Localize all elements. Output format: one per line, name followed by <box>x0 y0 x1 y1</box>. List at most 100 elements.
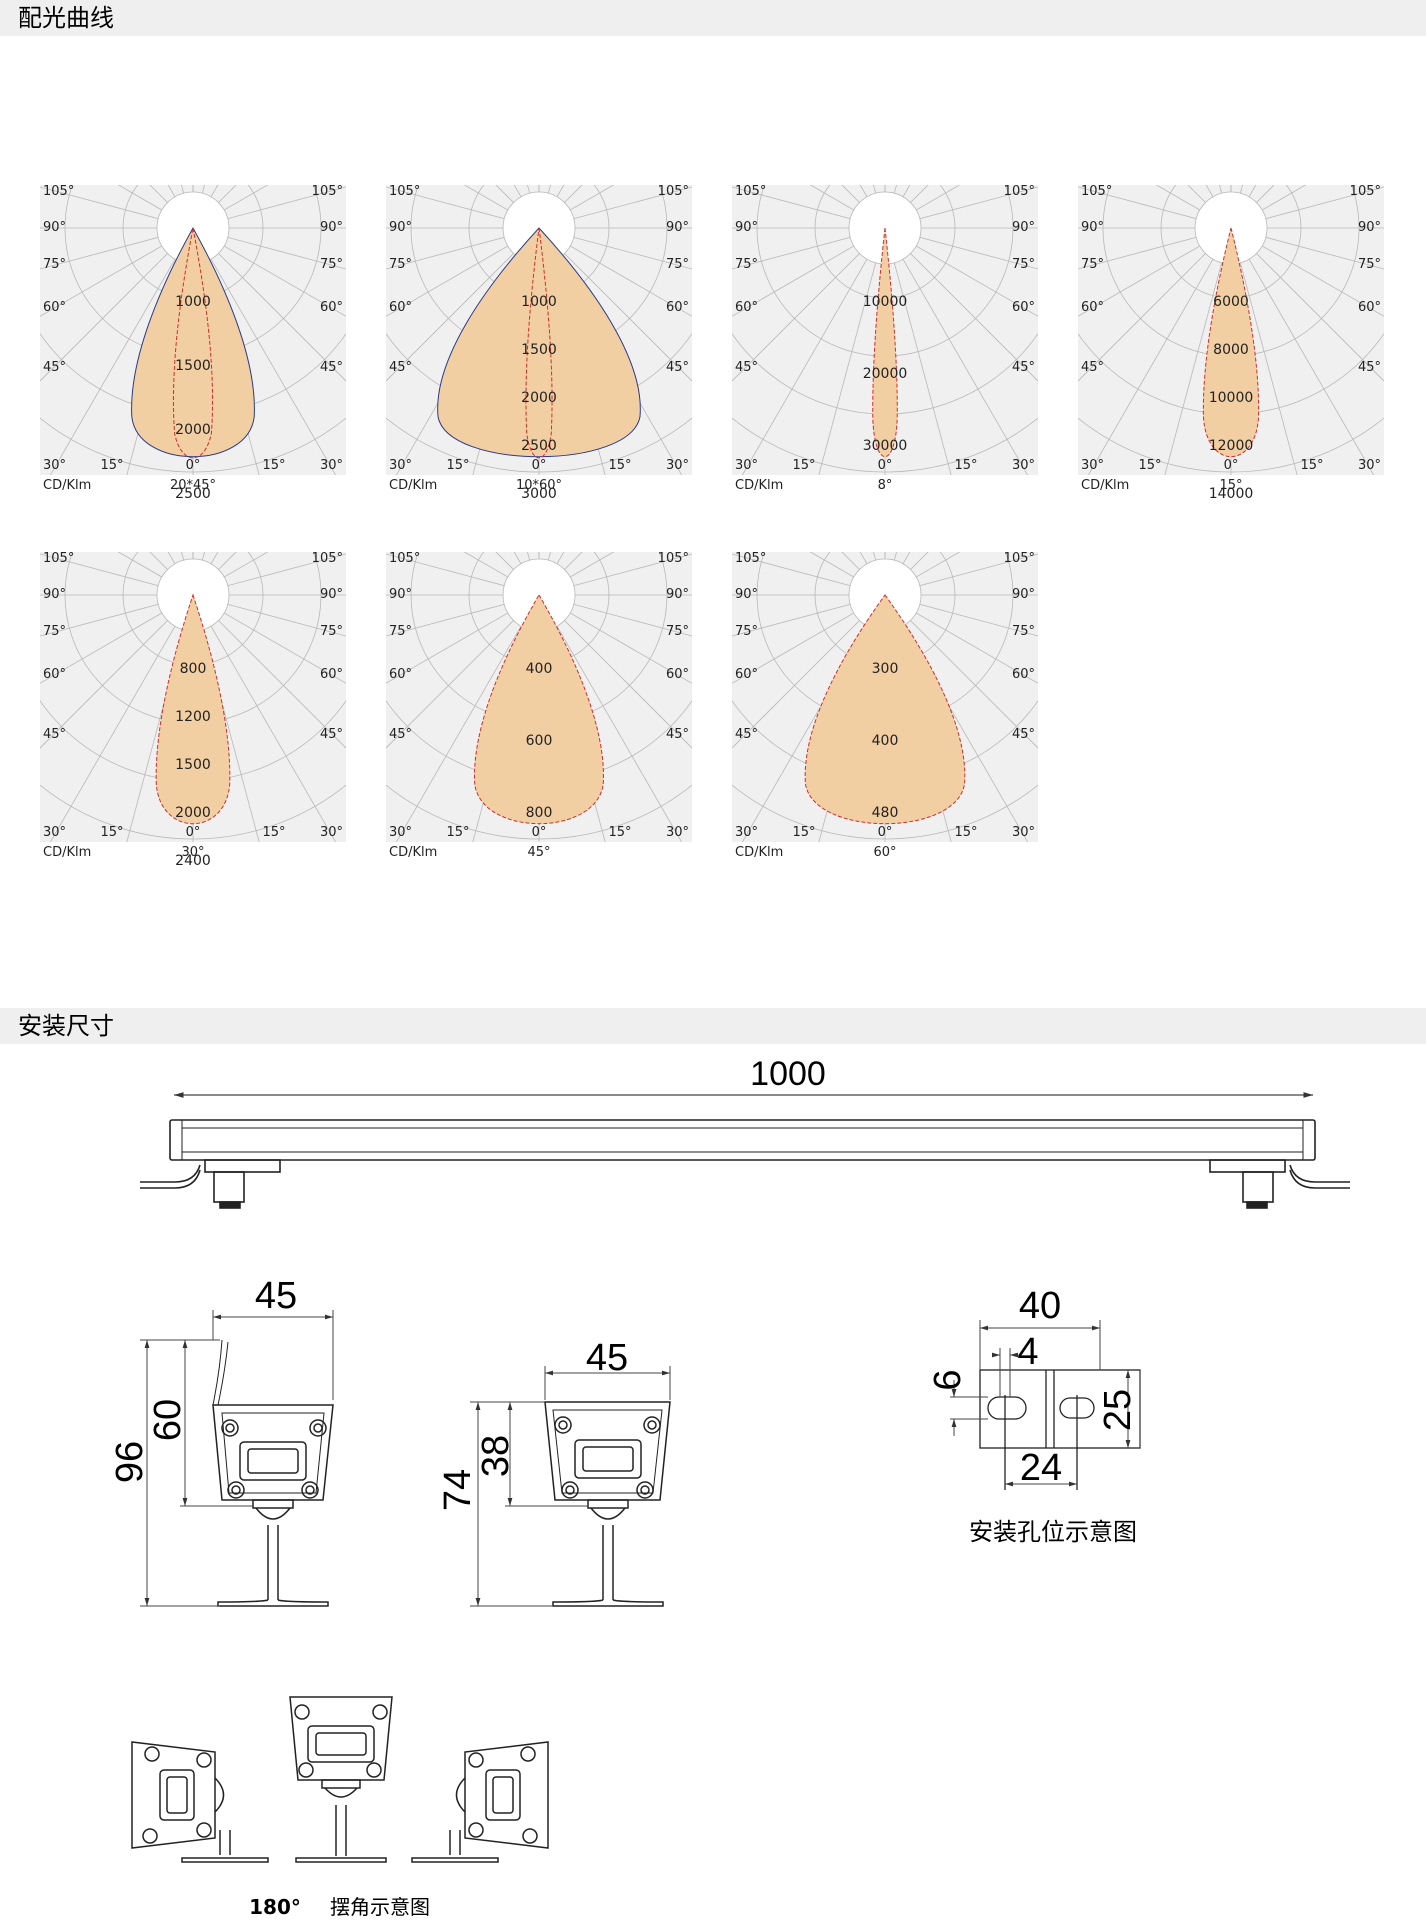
angle-label-right: 75° <box>1012 257 1035 272</box>
angle-label-bottom: 15° <box>262 825 285 840</box>
angle-label-right: 105° <box>658 552 689 566</box>
beam-shape <box>474 594 604 825</box>
angle-label-bottom: 15° <box>954 458 977 473</box>
angle-label-left: 90° <box>735 220 758 235</box>
beam-angle-label: 60° <box>873 845 896 860</box>
ring-label: 400 <box>872 733 899 749</box>
angle-label-bottom: 15° <box>608 458 631 473</box>
angle-label-right: 90° <box>1012 220 1035 235</box>
beam-angle-label: 8° <box>878 478 893 493</box>
angle-label-right: 105° <box>312 185 343 199</box>
angle-label-left: 105° <box>1081 185 1112 199</box>
angle-label-right: 90° <box>320 587 343 602</box>
beam-angle-label: 15° <box>1219 478 1242 493</box>
angle-label-right: 60° <box>666 667 689 682</box>
angle-label-right: 75° <box>666 624 689 639</box>
angle-label-right: 45° <box>666 360 689 375</box>
beam-angle-label: 30° <box>181 845 204 860</box>
angle-label-left: 60° <box>43 667 66 682</box>
ring-label: 14000 <box>1209 486 1254 502</box>
angle-label-bottom: 0° <box>878 458 893 473</box>
angle-label-left: 90° <box>1081 220 1104 235</box>
angle-label-right: 60° <box>320 667 343 682</box>
front-view-dimensions <box>470 1366 671 1607</box>
ring-label: 480 <box>872 805 899 821</box>
front-width-label: 45 <box>586 1337 628 1379</box>
side-width-label: 45 <box>255 1275 297 1317</box>
ring-label: 300 <box>872 661 899 677</box>
angle-label-left: 105° <box>735 552 766 566</box>
angle-label-left: 105° <box>389 552 420 566</box>
angle-label-bottom: 15° <box>262 458 285 473</box>
angle-label-bottom: 15° <box>792 825 815 840</box>
ring-label: 2400 <box>175 853 211 869</box>
ring-label: 2000 <box>521 390 557 406</box>
angle-label-left: 60° <box>735 667 758 682</box>
swing-caption-angle: 180° <box>249 1895 301 1919</box>
unit-label: CD/Klm <box>1081 478 1129 493</box>
angle-label-left: 45° <box>43 727 66 742</box>
angle-label-right: 90° <box>1358 220 1381 235</box>
beam-shape <box>155 593 231 825</box>
angle-label-bottom: 30° <box>43 825 66 840</box>
angle-label-bottom: 0° <box>532 458 547 473</box>
ring-label: 600 <box>526 733 553 749</box>
ring-label: 8000 <box>1213 342 1249 358</box>
angle-label-bottom: 15° <box>1138 458 1161 473</box>
angle-label-left: 45° <box>735 727 758 742</box>
ring-label: 12000 <box>1209 438 1254 454</box>
angle-label-left: 75° <box>389 257 412 272</box>
side-height-96: 96 <box>109 1441 151 1483</box>
beam-shape <box>872 227 898 458</box>
section-title-light: 配光曲线 <box>18 4 114 32</box>
angle-label-left: 60° <box>389 667 412 682</box>
angle-label-bottom: 30° <box>735 458 758 473</box>
angle-label-left: 60° <box>1081 300 1104 315</box>
section-bar-install: 安装尺寸 <box>0 1008 1426 1044</box>
angle-label-left: 75° <box>43 257 66 272</box>
front-height-38: 38 <box>475 1435 517 1477</box>
hole-height-label: 25 <box>1097 1389 1139 1431</box>
angle-label-left: 60° <box>43 300 66 315</box>
angle-label-right: 105° <box>658 185 689 199</box>
ring-label: 1500 <box>521 342 557 358</box>
angle-label-bottom: 30° <box>1081 458 1104 473</box>
ring-label: 30000 <box>863 438 908 454</box>
angle-label-bottom: 30° <box>320 458 343 473</box>
angle-label-left: 45° <box>1081 360 1104 375</box>
beam-shape <box>804 594 966 825</box>
angle-label-left: 105° <box>43 185 74 199</box>
angle-label-right: 45° <box>320 727 343 742</box>
beam-angle-label: 45° <box>527 845 550 860</box>
angle-label-left: 60° <box>735 300 758 315</box>
front-view-drawing <box>544 1401 671 1607</box>
hole-caption: 安装孔位示意图 <box>969 1518 1137 1546</box>
unit-label: CD/Klm <box>389 845 437 860</box>
angle-label-bottom: 30° <box>389 825 412 840</box>
beam-inner-shape <box>172 227 214 459</box>
angle-label-left: 105° <box>735 185 766 199</box>
side-view-drawing <box>212 1339 334 1607</box>
angle-label-bottom: 15° <box>100 458 123 473</box>
ring-label: 3000 <box>521 486 557 502</box>
angle-label-left: 60° <box>389 300 412 315</box>
ring-label: 800 <box>526 805 553 821</box>
angle-label-left: 90° <box>735 587 758 602</box>
beam-shape <box>131 226 255 458</box>
swing-diagram <box>131 1696 549 1863</box>
angle-label-left: 75° <box>43 624 66 639</box>
ring-label: 6000 <box>1213 294 1249 310</box>
angle-label-bottom: 30° <box>666 825 689 840</box>
angle-label-left: 90° <box>43 220 66 235</box>
angle-label-left: 90° <box>389 587 412 602</box>
ring-label: 2000 <box>175 805 211 821</box>
angle-label-bottom: 15° <box>954 825 977 840</box>
angle-label-right: 75° <box>320 624 343 639</box>
angle-label-bottom: 0° <box>532 825 547 840</box>
angle-label-right: 75° <box>1012 624 1035 639</box>
angle-label-left: 105° <box>43 552 74 566</box>
angle-label-right: 75° <box>1358 257 1381 272</box>
